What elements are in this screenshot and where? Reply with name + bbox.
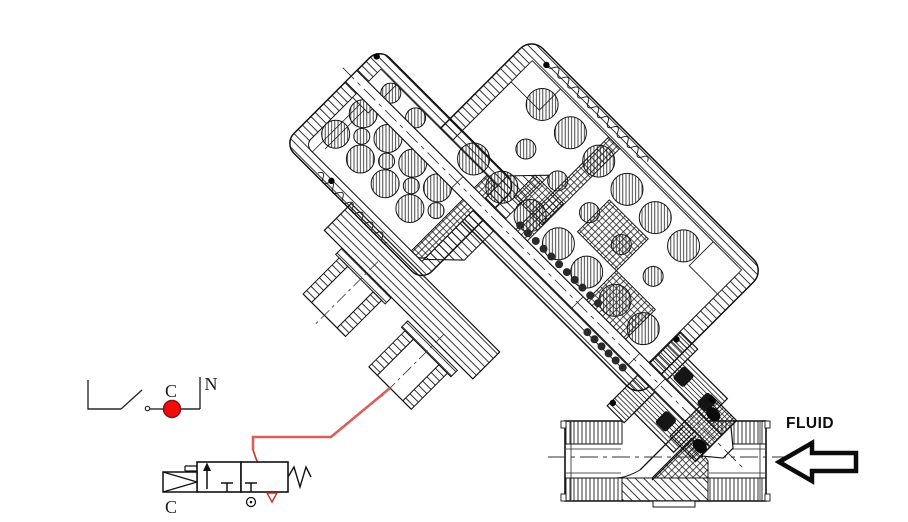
spring-coils-upper	[321, 82, 452, 223]
stem-seal	[673, 366, 694, 387]
pilot-port-manifold	[302, 202, 501, 410]
blocked-port-icon	[221, 482, 233, 492]
thread-squiggle-main	[547, 62, 649, 162]
pipe-lip	[560, 420, 567, 429]
pressure-source-dot	[249, 500, 253, 504]
fluid-label: FLUID	[786, 415, 834, 432]
pipe-end-faces	[570, 422, 761, 500]
switch-wire-right	[181, 377, 201, 410]
seat-curve	[615, 469, 641, 479]
seal-block	[576, 199, 649, 272]
valve-box-right	[240, 461, 289, 493]
flow-arrow-icon	[203, 462, 211, 471]
pipe-lip	[560, 493, 567, 502]
pipe-thread-left-top	[564, 420, 623, 445]
manual-override-icon	[184, 465, 197, 472]
circuit-neutral-label: N	[205, 374, 218, 394]
solenoid-coil-label: C	[165, 497, 177, 517]
pipe-thread-left-bottom	[564, 477, 623, 502]
manifold-block	[323, 202, 501, 380]
actuator-assembly	[289, 43, 759, 469]
spring-return-icon	[287, 465, 312, 490]
switch-wire-left	[87, 380, 121, 410]
solenoid-valve-symbol	[162, 461, 312, 508]
pipe-lip	[764, 420, 771, 429]
stem-seal	[655, 411, 676, 432]
plug-seal	[706, 407, 721, 422]
blocked-port-icon	[245, 482, 257, 492]
fluid-arrow-icon	[774, 439, 859, 485]
seal-block	[513, 174, 565, 226]
stem-centerline	[342, 67, 744, 469]
plug-seal	[692, 438, 707, 454]
pipe-thread-right-bottom	[707, 477, 767, 502]
pipe-lip	[764, 493, 771, 502]
switch-contact-icon	[144, 405, 151, 412]
piston-seal-blocks	[503, 136, 656, 340]
electrical-switch-symbol	[87, 377, 201, 419]
solenoid-coil-icon	[162, 471, 198, 493]
boss1-centerline	[314, 261, 379, 326]
machining-step	[688, 241, 743, 295]
circuit-common-label: C	[165, 381, 177, 401]
fine-spring-beads	[516, 221, 627, 372]
valve-box-left	[196, 461, 242, 493]
exhaust-icon	[265, 492, 279, 504]
pilot-air-line	[251, 386, 391, 450]
pipe-bottom-boss	[652, 500, 696, 508]
indicator-dot-icon	[162, 399, 182, 419]
switch-blade	[120, 389, 143, 410]
boss2-centerline	[379, 334, 445, 399]
solenoid-diagonals	[162, 471, 198, 493]
pipe-thread-crests	[566, 448, 765, 474]
pipe-bottom-wall	[621, 477, 709, 502]
